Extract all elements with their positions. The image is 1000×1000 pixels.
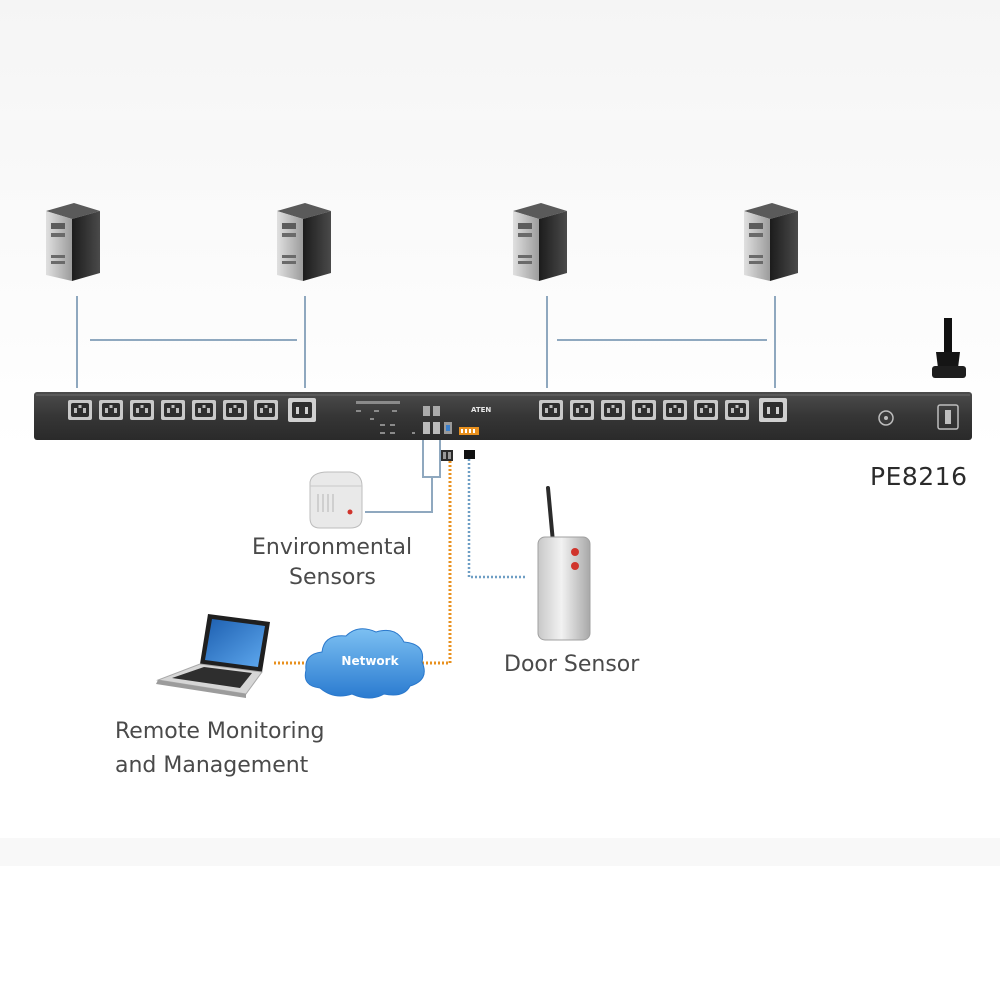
network-label: Network (341, 654, 399, 668)
remote-label-line1: Remote Monitoring (115, 719, 325, 744)
port-panel: ATEN (423, 406, 491, 435)
control-panel (356, 401, 415, 434)
network-cloud-icon: Network (304, 628, 425, 699)
brand-logo: ATEN (471, 406, 491, 414)
power-plug-icon (932, 318, 966, 378)
door-sensor-icon (537, 486, 591, 641)
server-tower-icon (744, 203, 798, 281)
environmental-sensors-label-line1: Environmental (252, 535, 413, 560)
breaker-and-inlet (878, 404, 959, 430)
sensor-connectors (441, 450, 475, 461)
laptop-icon (156, 614, 270, 698)
pdu-unit: ATEN (34, 392, 972, 440)
power-cables (76, 296, 776, 388)
server-tower-icon (513, 203, 567, 281)
model-label: PE8216 (870, 462, 968, 491)
environmental-sensors-label-line2: Sensors (289, 565, 376, 590)
network-cable (420, 461, 452, 665)
floor-reflection (0, 838, 1000, 866)
environmental-sensor-icon (309, 471, 363, 529)
remote-label-line2: and Management (115, 753, 309, 778)
server-tower-icon (46, 203, 100, 281)
door-sensor-label: Door Sensor (504, 652, 640, 677)
environmental-sensor-cable (365, 440, 441, 513)
door-sensor-cable (467, 459, 526, 579)
server-tower-icon (277, 203, 331, 281)
